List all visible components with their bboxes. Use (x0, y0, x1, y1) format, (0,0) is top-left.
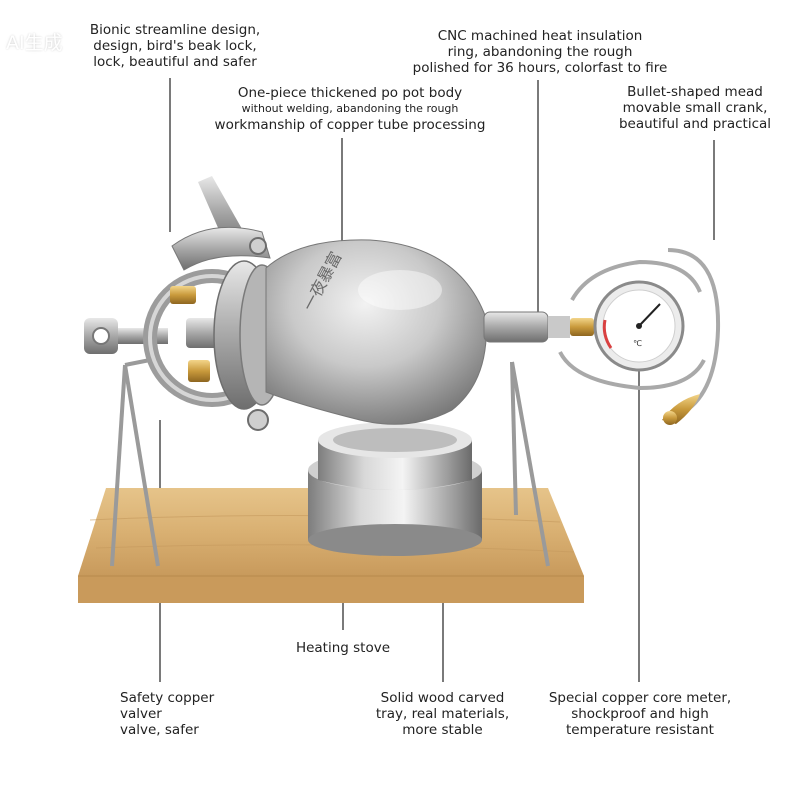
callout-pot-body: One-piece thickened po pot body without … (214, 85, 486, 133)
left-stand (110, 358, 160, 567)
crank-handle (662, 394, 700, 425)
gauge-label: ℃ (633, 339, 642, 348)
insulation-ring (483, 311, 594, 343)
gauge-cage (558, 248, 721, 414)
callout-safety-valve: Safety copper valver valve, safer (120, 690, 215, 738)
callout-crank: Bullet-shaped mead movable small crank, … (618, 84, 772, 132)
beak-lock (171, 176, 271, 431)
ai-watermark: AI生成 (6, 32, 63, 54)
pot-body: 一夜暴富 (265, 239, 487, 425)
callout-heating-stove: Heating stove (295, 640, 391, 656)
callout-bionic: Bionic streamline design, design, bird's… (89, 22, 261, 70)
heating-stove (308, 422, 482, 556)
callout-cnc-ring: CNC machined heat insulation ring, aband… (412, 28, 668, 76)
callout-meter: Special copper core meter, shockproof an… (548, 690, 732, 738)
callout-wood-tray: Solid wood carved tray, real materials, … (375, 690, 510, 738)
right-stand (510, 361, 550, 567)
temperature-gauge: ℃ (593, 280, 685, 372)
